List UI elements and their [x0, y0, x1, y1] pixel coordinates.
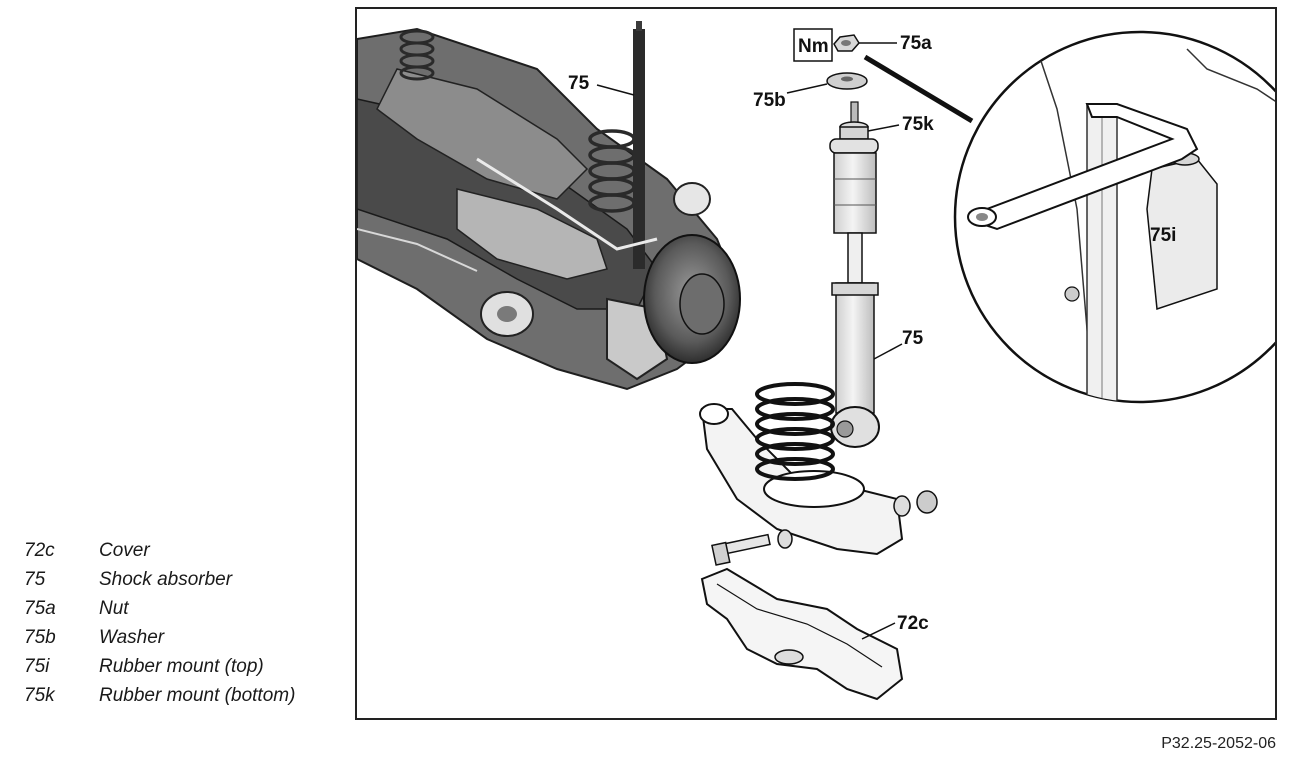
figure-id: P32.25-2052-06	[1161, 735, 1276, 752]
detail-leader	[863, 54, 974, 124]
torque-symbol: Nm	[798, 36, 829, 57]
legend-code: 75i	[24, 656, 50, 677]
label-72c: 72c	[897, 613, 929, 634]
legend: 72c Cover 75 Shock absorber 75a Nut 75b …	[24, 540, 344, 714]
diagram-frame: 75 Nm 75a 75b	[355, 7, 1277, 720]
torque-symbol-box	[793, 28, 833, 62]
exploded-view-diagram: 75 Nm 75a 75b	[357, 21, 1275, 701]
legend-code: 75b	[24, 627, 56, 648]
rear-axle-assembly	[357, 21, 741, 391]
legend-item: 75k Rubber mount (bottom)	[24, 685, 344, 714]
legend-item: 75a Nut	[24, 598, 344, 627]
washer-75b	[826, 72, 868, 90]
legend-code: 75	[24, 569, 46, 590]
legend-description: Shock absorber	[99, 569, 233, 590]
label-75i: 75i	[1150, 225, 1176, 246]
legend-item: 75b Washer	[24, 627, 344, 656]
detail-zoom-circle: 75i	[953, 30, 1275, 404]
legend-code: 75k	[24, 685, 55, 706]
rubber-mount-75k	[829, 121, 879, 154]
legend-description: Cover	[99, 540, 150, 561]
legend-code: 75a	[24, 598, 56, 619]
legend-description: Washer	[99, 627, 165, 648]
legend-code: 72c	[24, 540, 55, 561]
label-75: 75	[902, 328, 924, 349]
legend-description: Rubber mount (bottom)	[99, 685, 296, 706]
legend-description: Rubber mount (top)	[99, 656, 264, 677]
nut-75a	[833, 34, 860, 52]
label-75a: 75a	[900, 33, 932, 54]
label-75-top: 75	[568, 73, 590, 94]
legend-item: 72c Cover	[24, 540, 344, 569]
shock-absorber-exploded: Nm 75a 75b 75k	[753, 28, 934, 448]
label-75b: 75b	[753, 90, 786, 111]
label-leader	[596, 84, 635, 96]
legend-item: 75i Rubber mount (top)	[24, 656, 344, 685]
shock-absorber-75	[835, 282, 875, 414]
legend-description: Nut	[99, 598, 129, 619]
cover-72c	[700, 567, 904, 701]
spring-and-control-arm	[699, 382, 938, 566]
legend-item: 75 Shock absorber	[24, 569, 344, 598]
label-75k: 75k	[902, 114, 934, 135]
